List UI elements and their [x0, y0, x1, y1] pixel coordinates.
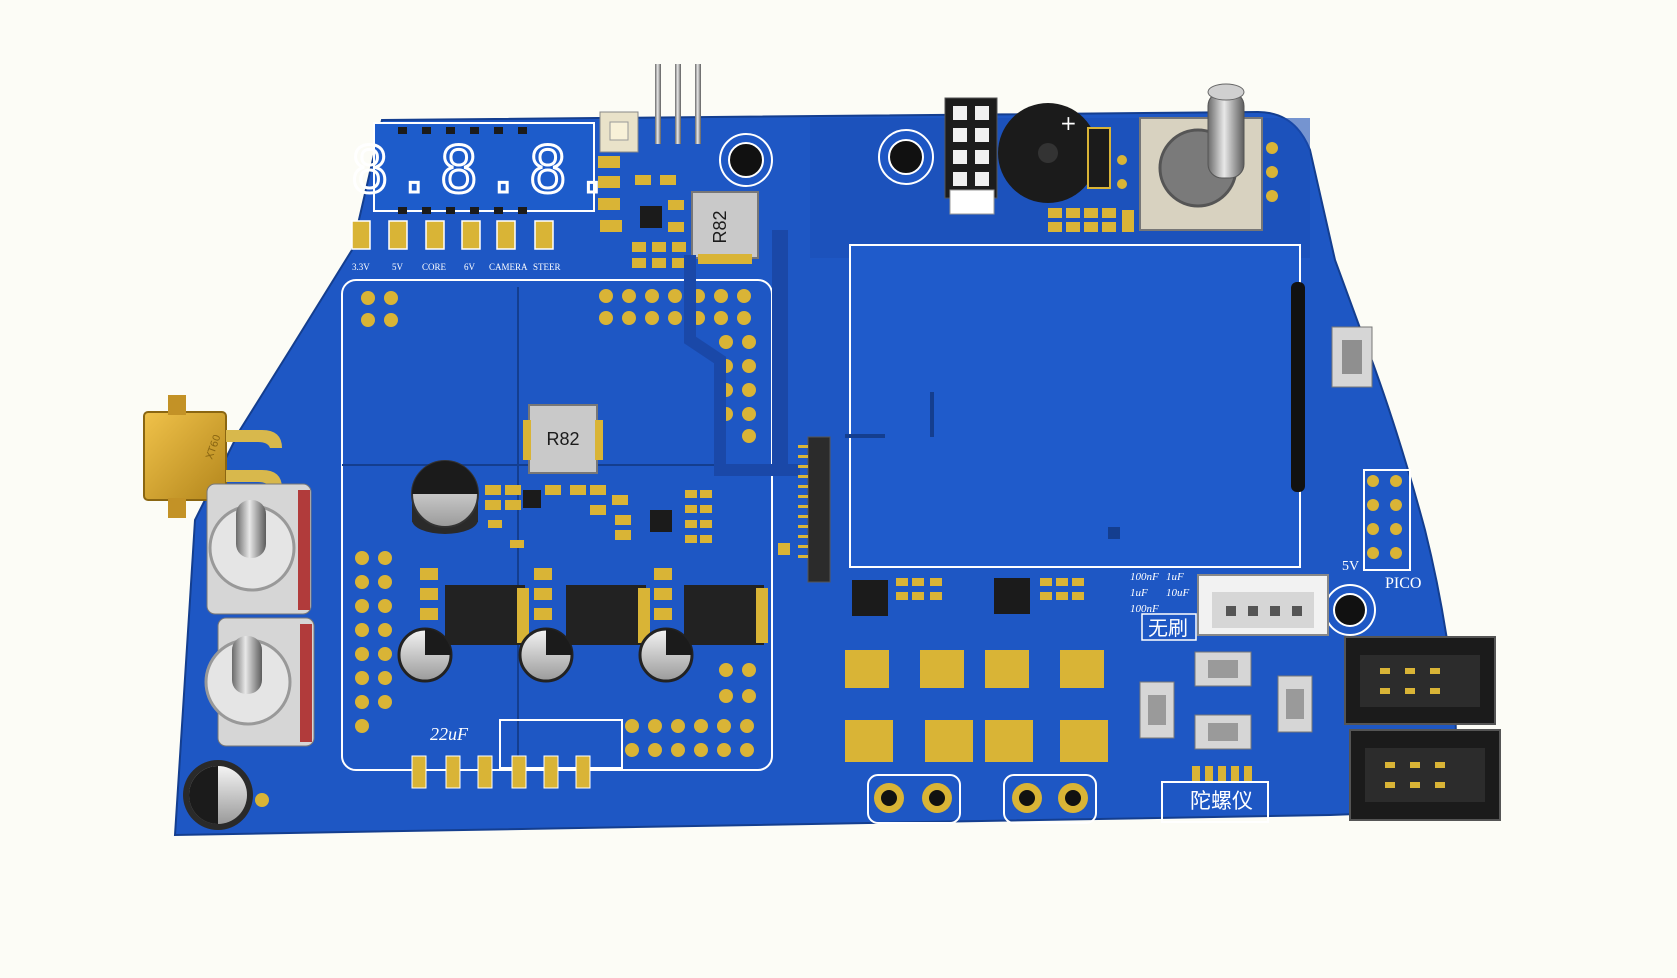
cap-note-1uf-b: 1uF — [1130, 587, 1148, 599]
led-label-6v: 6V — [464, 262, 476, 272]
rotary-encoder-icon — [1117, 83, 1278, 231]
power-small-parts — [485, 485, 712, 548]
led-label-steer: STEER — [533, 262, 561, 272]
cap-note-1uf-a: 1uF — [1166, 571, 1184, 583]
led-label-camera: CAMERA — [489, 262, 528, 272]
module-footprint — [849, 244, 1301, 568]
buck-inductors — [420, 568, 768, 645]
led-label-5v: 5V — [392, 262, 404, 272]
inductor-top-label: R82 — [710, 210, 730, 243]
bulk-capacitor — [183, 760, 269, 830]
mounting-holes — [719, 129, 1376, 636]
brushless-label-box — [1141, 613, 1197, 641]
inductor-middle: R82 — [523, 404, 603, 474]
small-components-top — [598, 156, 686, 268]
fpc-connector — [684, 230, 831, 583]
jst-connector — [1197, 574, 1329, 636]
seven-segment-display: 8.8.8. — [349, 122, 617, 214]
status-led-row — [351, 220, 554, 250]
pin-header-2x4 — [944, 97, 998, 215]
motor-driver-section — [845, 578, 1108, 824]
cap-note-10uf: 10uF — [1166, 587, 1190, 599]
tact-switch-icon — [1331, 326, 1373, 388]
right-angle-header — [599, 64, 701, 153]
cap-22uf-outline — [499, 719, 623, 769]
gyro-label: 陀螺仪 — [1190, 789, 1253, 813]
cap-notes: 100nF 1uF 1uF 10uF 100nF — [1130, 571, 1190, 615]
gyro-label-box — [1161, 781, 1269, 823]
cap-note-100nf-a: 100nF — [1130, 571, 1159, 583]
pico-label: PICO — [1385, 575, 1421, 592]
svg-text:+: + — [1060, 111, 1077, 135]
led-label-core: CORE — [422, 262, 447, 272]
box-header-icon — [1344, 636, 1501, 821]
led-labels: 3.3V 5V CORE 6V CAMERA STEER — [352, 262, 561, 272]
five-v-label: 5V — [1342, 559, 1359, 574]
xt60-connector-icon: XT60 — [143, 395, 282, 518]
electrolytic-capacitor-icon — [411, 460, 479, 534]
inductor-middle-label: R82 — [546, 429, 579, 449]
toggle-switch-icon — [204, 483, 315, 747]
gyro-buttons — [1139, 651, 1313, 750]
cap-note-100nf-b: 100nF — [1130, 603, 1159, 615]
pico-header-outline — [1363, 469, 1411, 571]
gyro-header-pads — [1192, 766, 1252, 782]
buzzer-icon: + — [998, 103, 1111, 203]
inductor-top: R82 — [691, 191, 759, 264]
display-digits: 8.8.8. — [350, 134, 617, 208]
cap-22uf-array — [411, 755, 591, 789]
screen-connector-strip — [1291, 282, 1305, 492]
module-dots — [845, 392, 1120, 539]
buck-capacitors — [397, 627, 694, 683]
cap-22uf-label: 22uF — [430, 724, 469, 744]
led-label-3v3: 3.3V — [352, 262, 370, 272]
header-pad-grid — [355, 289, 1402, 757]
brushless-label: 无刷 — [1148, 617, 1188, 640]
